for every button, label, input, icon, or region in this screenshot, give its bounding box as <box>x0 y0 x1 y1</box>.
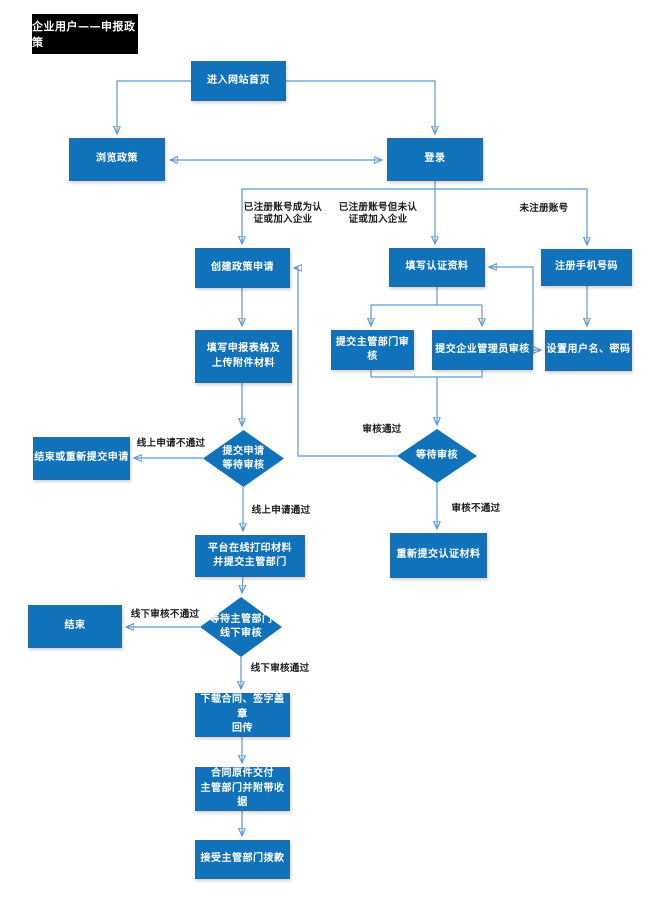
node-submit-dept-review: 提交主管部门审核 <box>331 330 414 370</box>
node-login: 登录 <box>387 138 483 181</box>
node-end-or-resubmit: 结束或重新提交申请 <box>33 437 130 480</box>
label-registered-not-certified: 已注册账号但未认 证或加入企业 <box>338 202 418 225</box>
edge-certification-split <box>371 287 482 306</box>
label-review-pass: 审核通过 <box>362 424 402 435</box>
diagram-title: 企业用户——申报政策 <box>32 14 138 54</box>
node-receive-funding: 接受主管部门拨款 <box>195 840 290 879</box>
label-review-fail: 审核不通过 <box>451 503 501 514</box>
node-browse-policy: 浏览政策 <box>69 138 165 181</box>
node-register-phone: 注册手机号码 <box>541 249 632 286</box>
edge-review-pass-to-create <box>295 268 397 457</box>
node-download-contract: 下载合同、签字盖章 回传 <box>195 693 290 737</box>
label-online-pass: 线上申请通过 <box>251 505 311 516</box>
node-enter-homepage: 进入网站首页 <box>191 61 286 101</box>
node-print-materials: 平台在线打印材料 并提交主管部门 <box>195 535 305 577</box>
node-resubmit-certification: 重新提交认证材料 <box>390 533 487 578</box>
edge-print-to-offline-review <box>242 576 243 592</box>
node-end: 结束 <box>28 605 122 648</box>
edge-login-to-register-phone <box>435 188 587 244</box>
edge-homepage-to-browse <box>117 80 191 133</box>
edge-homepage-to-login <box>286 80 435 133</box>
label-not-registered: 未注册账号 <box>519 203 569 214</box>
label-offline-fail: 线下审核不通过 <box>130 609 200 620</box>
node-fill-form: 填写申报表格及 上传附件材料 <box>195 330 292 383</box>
node-create-application: 创建政策申请 <box>195 248 290 288</box>
edge-reviews-merge <box>370 370 483 378</box>
label-registered-certified: 已注册账号成为认 证或加入企业 <box>243 202 323 225</box>
edge-set-username-fill-certification <box>490 267 540 350</box>
label-online-fail: 线上申请不通过 <box>136 438 206 449</box>
node-deliver-contract: 合同原件交付 主管部门并附带收据 <box>195 767 290 811</box>
edge-login-to-create-application <box>242 188 435 243</box>
node-fill-certification: 填写认证资料 <box>389 248 485 287</box>
label-offline-pass: 线下审核通过 <box>250 663 310 674</box>
node-set-username: 设置用户名、密码 <box>545 330 632 371</box>
node-submit-admin-review: 提交企业管理员审核 <box>432 330 533 370</box>
